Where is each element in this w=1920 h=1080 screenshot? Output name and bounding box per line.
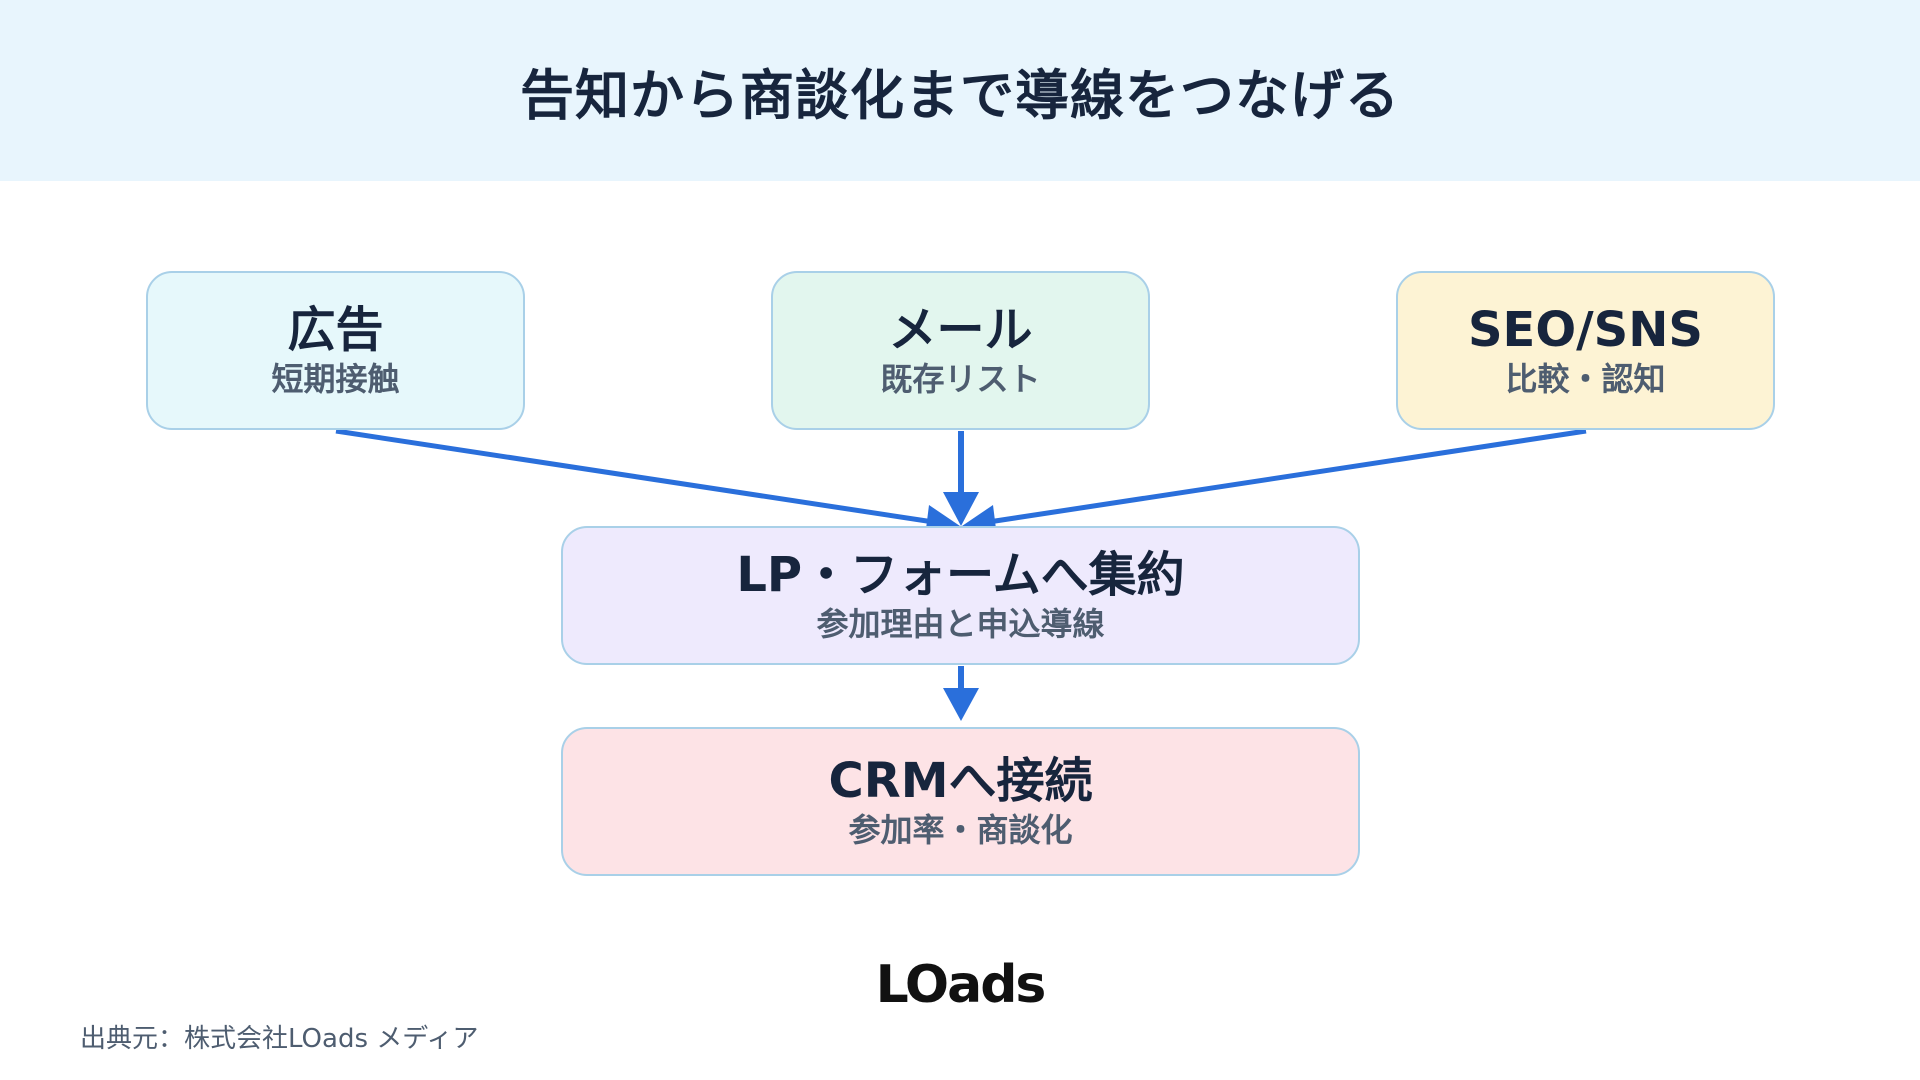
arrowhead-mail-to-lp xyxy=(943,492,979,526)
header-banner: 告知から商談化まで導線をつなげる xyxy=(0,0,1920,181)
node-ad-title: 広告 xyxy=(287,301,384,358)
node-crm-title: CRMへ接続 xyxy=(828,752,1093,809)
node-mail-title: メール xyxy=(888,301,1033,358)
node-lp-form: LP・フォームへ集約 参加理由と申込導線 xyxy=(561,526,1360,665)
node-mail: メール 既存リスト xyxy=(771,271,1150,430)
arrow-ad-to-lp xyxy=(335,428,941,526)
arrow-seo-to-lp xyxy=(981,428,1587,526)
node-lp-form-title: LP・フォームへ集約 xyxy=(736,546,1185,603)
arrowhead-lp-to-crm xyxy=(943,688,979,721)
node-seo-sns: SEO/SNS 比較・認知 xyxy=(1396,271,1775,430)
loads-logo: LOads xyxy=(875,955,1047,1015)
node-crm-subtitle: 参加率・商談化 xyxy=(848,811,1073,850)
node-lp-form-subtitle: 参加理由と申込導線 xyxy=(816,605,1105,644)
node-seo-sns-subtitle: 比較・認知 xyxy=(1505,360,1666,399)
page-title: 告知から商談化まで導線をつなげる xyxy=(520,64,1400,127)
node-seo-sns-title: SEO/SNS xyxy=(1467,301,1703,358)
node-ad: 広告 短期接触 xyxy=(146,271,525,430)
node-crm: CRMへ接続 参加率・商談化 xyxy=(561,727,1360,876)
node-ad-subtitle: 短期接触 xyxy=(271,360,400,399)
source-credit: 出典元：株式会社LOads メディア xyxy=(80,1024,479,1054)
node-mail-subtitle: 既存リスト xyxy=(880,360,1041,399)
